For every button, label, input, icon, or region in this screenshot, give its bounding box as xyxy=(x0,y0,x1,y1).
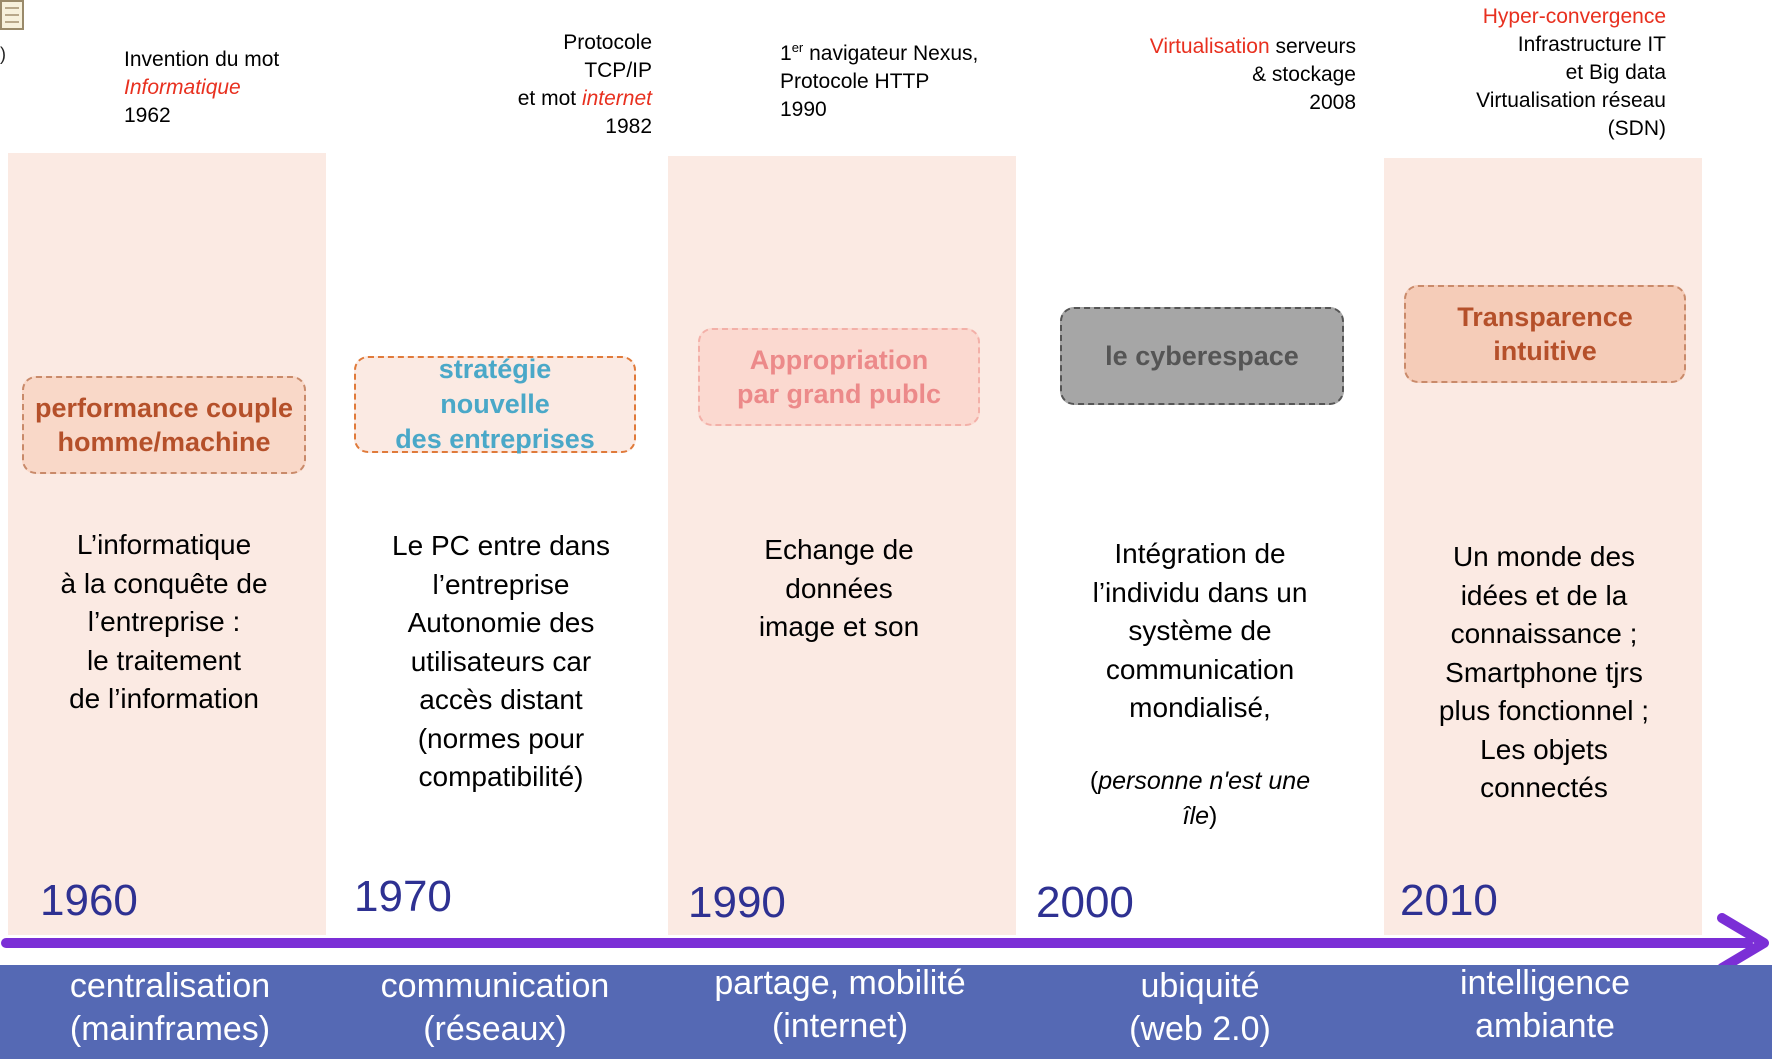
theme-box-1970: stratégie nouvelle des entreprises xyxy=(354,354,636,454)
milestone-1982-line1: Protocole xyxy=(563,31,652,54)
year-1970: 1970 xyxy=(354,872,452,921)
era-label-2000: ubiquité (web 2.0) xyxy=(1129,967,1271,1048)
milestone-1990-line1: 1er navigateur Nexus, xyxy=(780,40,979,65)
milestone-2010s-term: Hyper-convergence xyxy=(1482,5,1666,28)
document-icon xyxy=(0,0,24,30)
milestone-2008-line1: Virtualisation serveurs xyxy=(1149,35,1356,58)
milestone-1962-year: 1962 xyxy=(124,104,171,127)
milestone-1990-line2: Protocole HTTP xyxy=(780,70,930,93)
description-2000-note: (personne n'est une île) xyxy=(1089,767,1311,830)
theme-1970-line3: des entreprises xyxy=(395,424,595,454)
milestone-2008-year: 2008 xyxy=(1309,91,1356,114)
theme-box-2000: le cyberespace xyxy=(1060,307,1344,405)
theme-1960-line1: performance couple xyxy=(34,393,294,423)
milestone-2010s-line3: et Big data xyxy=(1565,61,1666,84)
milestone-1982-term: internet xyxy=(581,87,652,110)
milestone-1990-year: 1990 xyxy=(780,98,827,121)
milestone-1982-line3: et mot internet xyxy=(517,87,652,110)
milestone-1990: 1er navigateur Nexus, Protocole HTTP 199… xyxy=(780,34,978,124)
theme-1970-line2: nouvelle xyxy=(440,389,550,419)
description-1970: Le PC entre dans l’entreprise Autonomie … xyxy=(392,530,610,792)
milestone-1982-year: 1982 xyxy=(605,115,652,138)
column-1970 xyxy=(668,156,1016,935)
milestone-1962-term: Informatique xyxy=(124,76,241,99)
milestone-2008-term: Virtualisation xyxy=(1149,35,1270,58)
milestone-2010s: Hyper-convergence Infrastructure IT et B… xyxy=(1420,3,1666,143)
theme-box-1960: performance couple homme/machine xyxy=(22,376,306,474)
milestone-1982: Protocole TCP/IP et mot internet 1982 xyxy=(430,29,652,141)
description-2000: Intégration de l’individu dans un systèm… xyxy=(1092,538,1308,723)
milestone-2010s-line4: Virtualisation réseau xyxy=(1476,89,1666,112)
description-1960: L’informatique à la conquête de l’entrep… xyxy=(60,529,268,714)
era-band xyxy=(0,965,1772,1059)
theme-2010-line1: Transparence xyxy=(1457,302,1633,332)
year-2000: 2000 xyxy=(1036,878,1134,927)
theme-2000-line1: le cyberespace xyxy=(1105,341,1299,371)
theme-box-2010: Transparence intuitive xyxy=(1404,285,1686,383)
theme-2010-line2: intuitive xyxy=(1493,336,1597,366)
theme-1990-line1: Appropriation xyxy=(749,345,929,375)
milestone-1962: Invention du mot Informatique 1962 xyxy=(124,46,279,130)
milestone-2010s-line5: (SDN) xyxy=(1607,117,1666,140)
era-label-2010: intelligence ambiante xyxy=(1459,964,1631,1045)
milestone-2010s-line2: Infrastructure IT xyxy=(1517,33,1666,56)
arrow-head-icon xyxy=(1717,913,1769,973)
description-2010: Un monde des idées et de la connaissance… xyxy=(1438,541,1650,803)
milestone-1982-line2: TCP/IP xyxy=(584,59,652,82)
year-1960: 1960 xyxy=(40,876,138,925)
year-2010: 2010 xyxy=(1400,876,1498,925)
partial-glyph: ) xyxy=(0,44,6,64)
theme-box-1990: Appropriation par grand publc xyxy=(698,328,980,426)
column-1960 xyxy=(8,153,326,935)
era-label-1960: centralisation (mainframes) xyxy=(69,967,271,1048)
timeline-arrow xyxy=(1,913,1769,973)
theme-1990-line2: par grand publc xyxy=(736,379,942,409)
theme-1960-line2: homme/machine xyxy=(57,427,271,457)
milestone-1962-line1: Invention du mot xyxy=(124,48,280,71)
milestone-2008: Virtualisation serveurs & stockage 2008 xyxy=(1080,33,1356,117)
description-1990: Echange de données image et son xyxy=(758,534,920,642)
milestone-2008-line2: & stockage xyxy=(1252,63,1356,86)
theme-1970-line1: stratégie xyxy=(438,354,552,384)
year-1990: 1990 xyxy=(688,878,786,927)
era-label-1970: communication (réseaux) xyxy=(380,967,610,1048)
era-label-1990: partage, mobilité (internet) xyxy=(714,964,966,1045)
